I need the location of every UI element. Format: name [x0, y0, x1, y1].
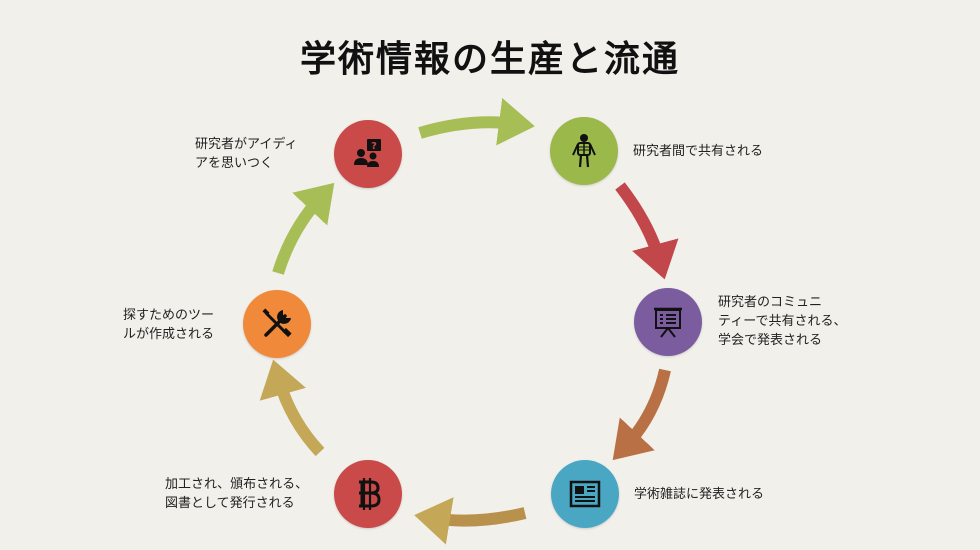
svg-text:?: ?: [371, 141, 377, 152]
presentation-board-icon: [654, 307, 682, 338]
step-share-node: [550, 117, 618, 185]
arrow-distribution-to-tools: [259, 359, 325, 457]
newspaper-journal-icon: [569, 480, 601, 508]
arrow-community-to-journal: [612, 368, 671, 461]
step-community-node: [634, 288, 702, 356]
page-title: 学術情報の生産と流通: [299, 39, 680, 80]
step-distribution-node: [334, 460, 402, 528]
step-tools-node: [243, 290, 311, 358]
arrow-idea-to-share: [418, 97, 535, 146]
step-community-label: 研究者のコミュニ ティーで共有される、 学会で発表される: [718, 295, 847, 348]
step-journal-node: [551, 460, 619, 528]
bitcoin-icon: [359, 478, 381, 510]
step-share-label: 研究者間で共有される: [633, 144, 764, 159]
step-tools-label: 探すためのツー ルが作成される: [123, 308, 215, 342]
anatomy-skeleton-icon: [572, 134, 596, 168]
arrow-journal-to-distribution: [414, 497, 527, 545]
step-idea-node: ?: [334, 120, 402, 188]
wrench-screwdriver-tools-icon: [262, 308, 292, 338]
step-distribution-label: 加工され、頒布される、 図書として発行される: [165, 477, 309, 511]
step-idea-label: 研究者がアイディ アを思いつく: [195, 137, 298, 171]
arrow-tools-to-idea: [272, 182, 335, 275]
idea-question-people-icon: ?: [354, 139, 381, 167]
step-journal-label: 学術雑誌に発表される: [634, 487, 765, 502]
arrow-share-to-community: [615, 182, 679, 280]
